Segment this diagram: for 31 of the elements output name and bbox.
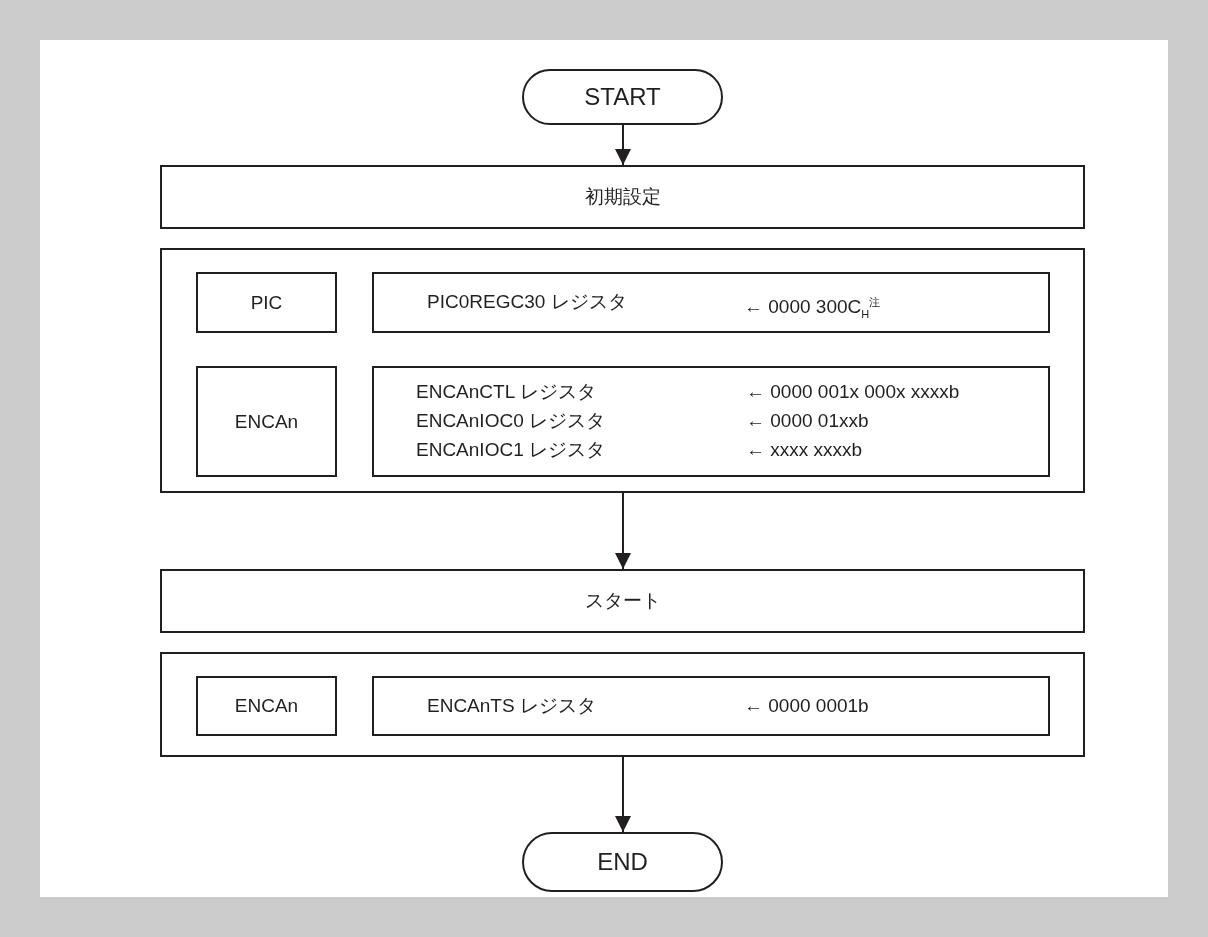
- arrow: [615, 124, 631, 166]
- group-box: [160, 652, 1085, 757]
- node-label: ENCAn: [233, 410, 300, 433]
- register-box: [372, 366, 1050, 477]
- register-value: ← 0000 0001b: [744, 694, 869, 717]
- node-label: PIC: [249, 291, 284, 314]
- arrow: [615, 492, 631, 570]
- group-box: [160, 248, 1085, 493]
- node-label: ENCAn: [233, 695, 300, 717]
- register-value: ← xxxx xxxxb: [746, 439, 863, 461]
- module-box: [196, 272, 337, 333]
- terminal-pill: [522, 832, 723, 892]
- process-band: [160, 165, 1085, 229]
- register-box: [372, 272, 1050, 333]
- terminal-pill: [522, 69, 723, 125]
- node-label: END: [596, 851, 649, 873]
- register-value: ← 0000 001x 000x xxxxb: [746, 381, 960, 403]
- module-box: [196, 676, 337, 736]
- register-value: ← 0000 01xxb: [746, 410, 869, 432]
- module-box: [196, 366, 337, 477]
- register-name: PIC0REGC30 レジスタ: [427, 291, 627, 313]
- node-label: START: [583, 86, 662, 108]
- register-name: ENCAnIOC1 レジスタ: [416, 439, 605, 461]
- register-name: ENCAnCTL レジスタ: [416, 381, 596, 403]
- node-label: 初期設定: [583, 186, 662, 208]
- node-label: スタート: [583, 590, 662, 612]
- process-band: [160, 569, 1085, 633]
- register-name: ENCAnIOC0 レジスタ: [416, 410, 605, 432]
- register-name: ENCAnTS レジスタ: [427, 694, 596, 717]
- register-box: [372, 676, 1050, 736]
- arrow: [615, 756, 631, 833]
